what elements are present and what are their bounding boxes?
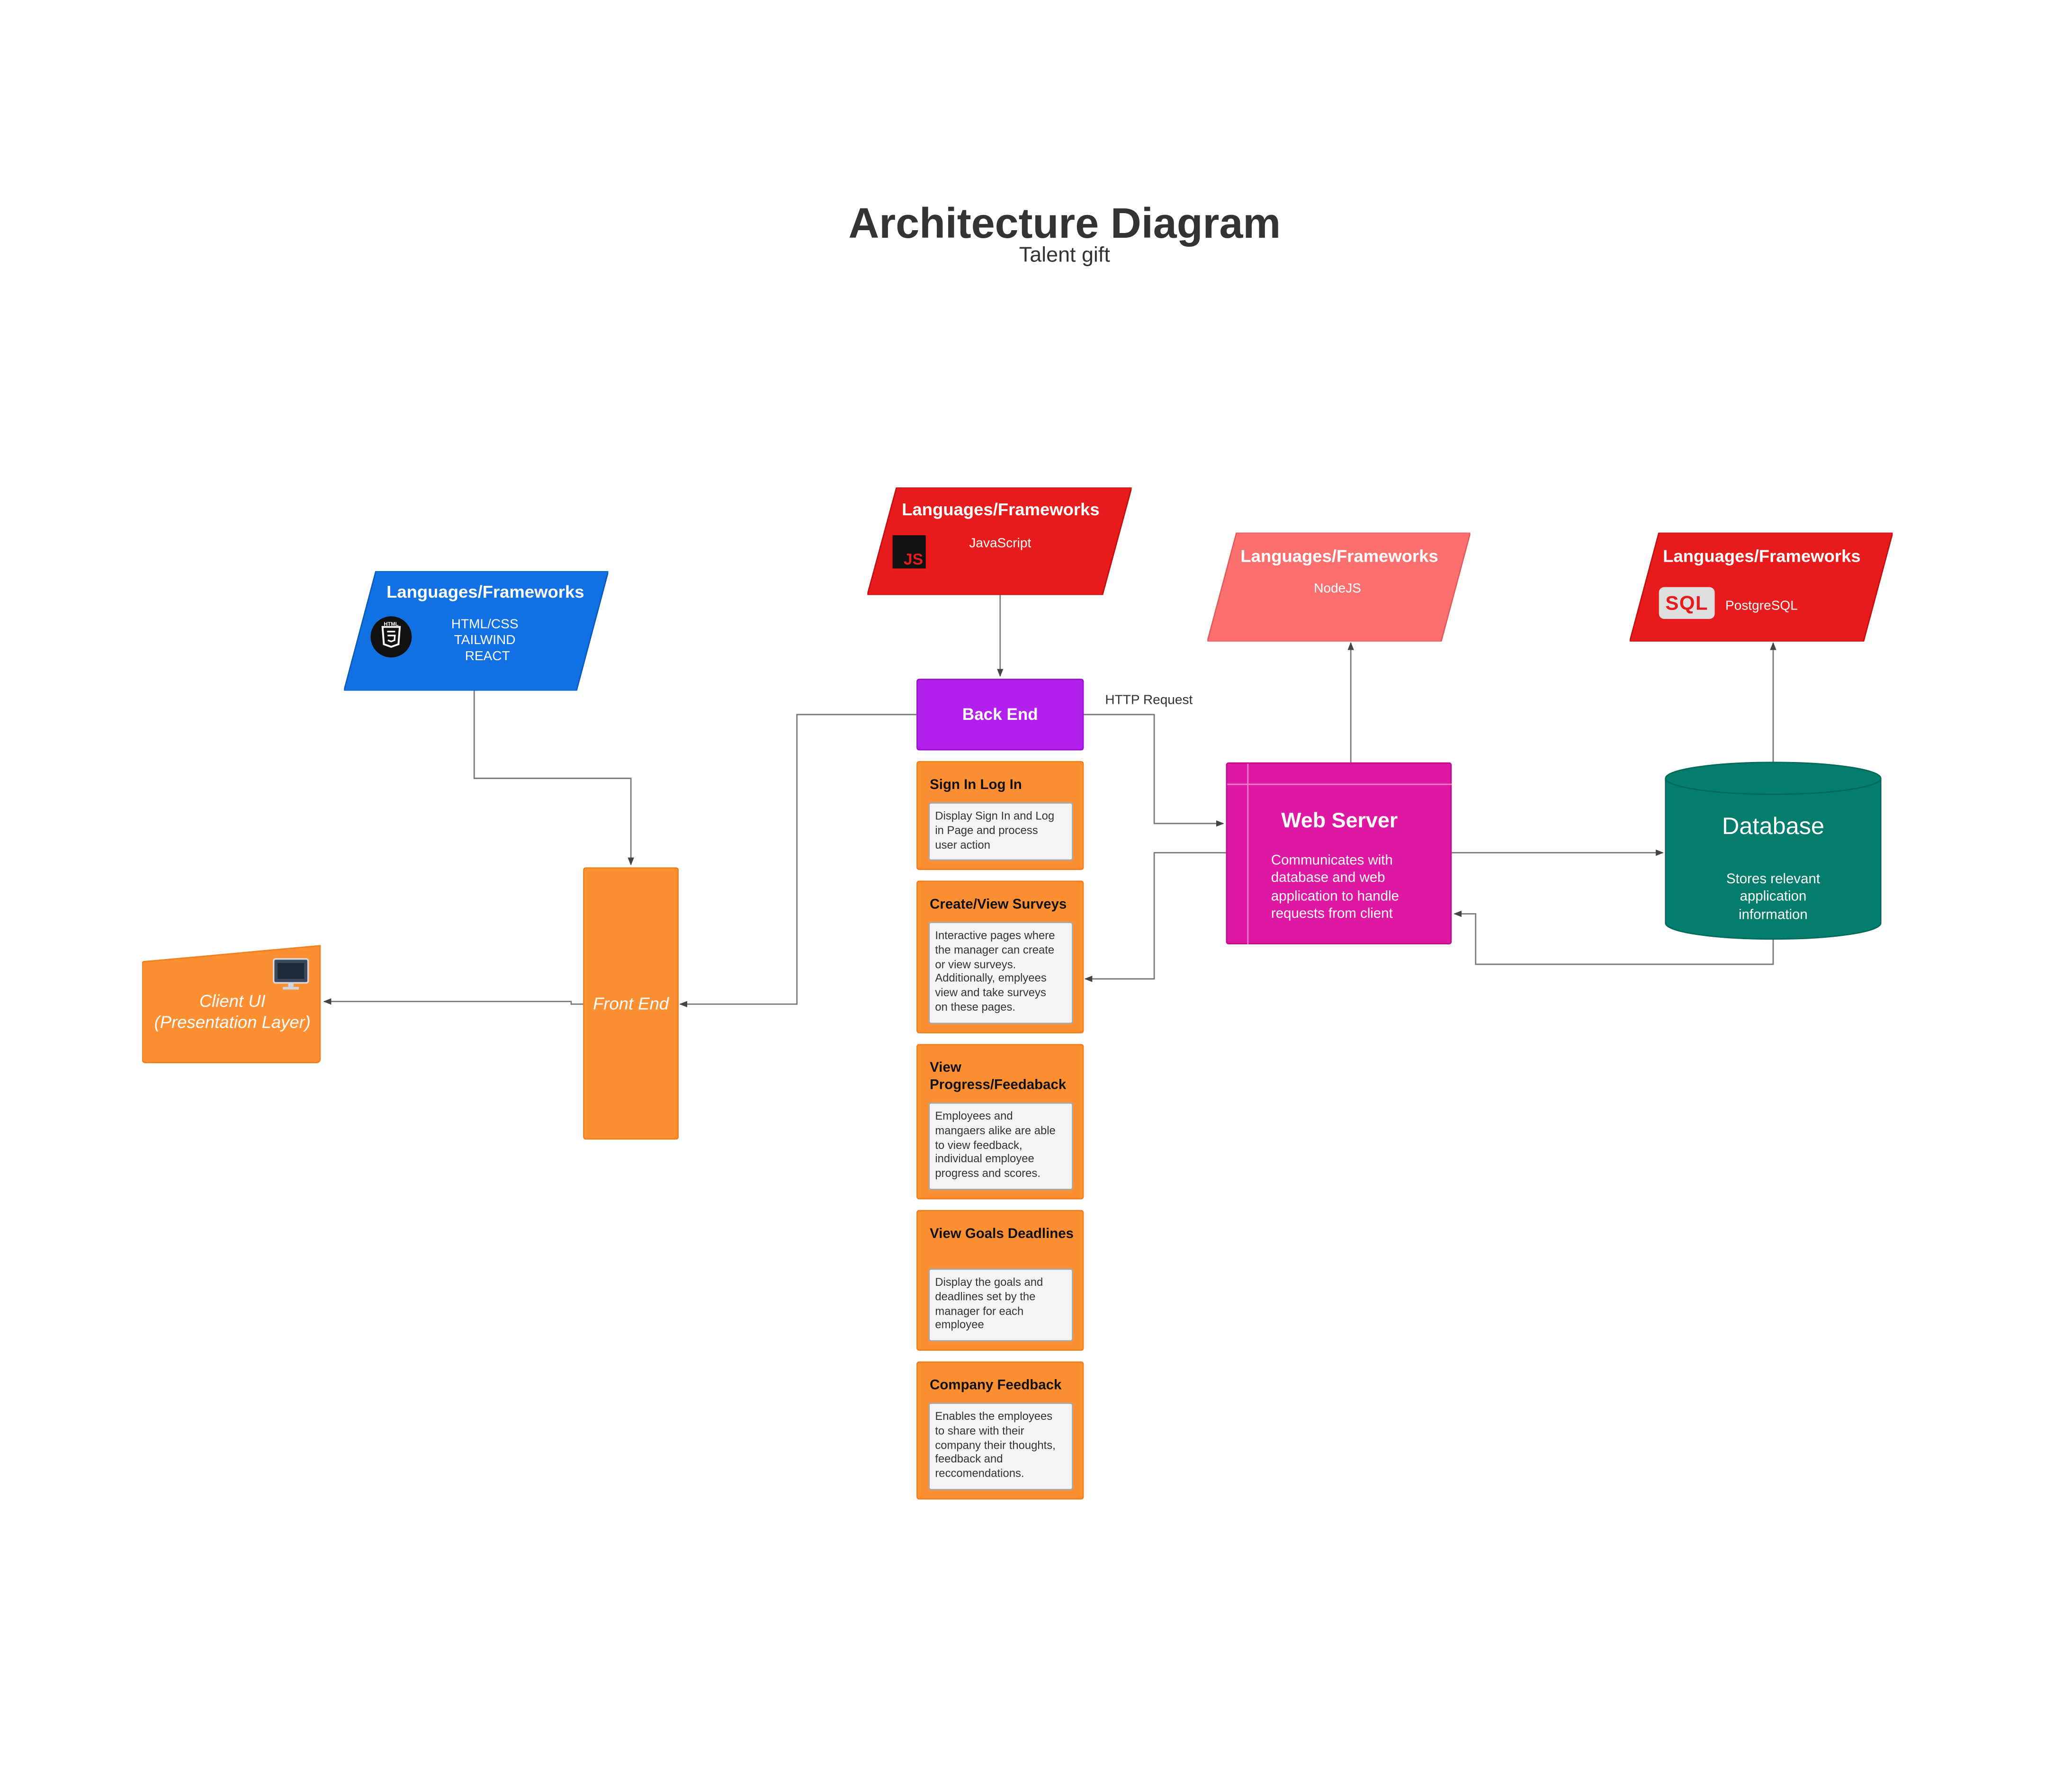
feature-company-feedback: Company Feedback Enables the employees t… xyxy=(916,1361,1084,1500)
page-subtitle: Talent gift xyxy=(1019,244,1110,267)
page-title: Architecture Diagram xyxy=(848,199,1281,247)
edge-web-server-to-features xyxy=(1084,852,1226,982)
frontend-frameworks-card: Languages/Frameworks HTML HTML/CSS TAILW… xyxy=(344,571,609,691)
database-frameworks-title: Languages/Frameworks xyxy=(1663,546,1861,566)
back-end-node: Back End xyxy=(916,679,1084,751)
javascript-icon-text: JS xyxy=(903,550,924,569)
feature-note-line: employee xyxy=(935,1318,984,1332)
edge-front-end-to-client-ui xyxy=(323,998,584,1005)
feature-note-line: user action xyxy=(935,837,991,851)
web-server-line: application to handle xyxy=(1271,888,1399,904)
feature-note-line: Display the goals and xyxy=(935,1275,1043,1289)
backend-frameworks-card: Languages/Frameworks JS JavaScript xyxy=(867,487,1132,595)
feature-sign-in-log-in: Sign In Log In Display Sign In and Log i… xyxy=(916,761,1084,870)
backend-frameworks-title: Languages/Frameworks xyxy=(902,499,1100,520)
feature-note-line: the manager can create xyxy=(935,942,1055,956)
frontend-frameworks-line-3: REACT xyxy=(465,649,510,664)
web-server-description: Communicates with database and web appli… xyxy=(1271,852,1399,923)
edge-back-end-to-front-end xyxy=(679,714,917,1007)
database-frameworks-line-1: PostgreSQL xyxy=(1725,599,1798,614)
backend-frameworks-shape xyxy=(867,487,1132,595)
edge-frontend-fw-to-front-end xyxy=(473,689,634,866)
database-line: Stores relevant xyxy=(1726,871,1821,888)
web-server-line: requests from client xyxy=(1271,906,1393,922)
client-ui-line-1: Client UI xyxy=(199,991,266,1011)
web-server-title: Web Server xyxy=(1281,810,1398,833)
monitor-icon xyxy=(273,958,309,990)
back-end-label: Back End xyxy=(962,705,1038,724)
feature-note-line: Additionally, emplyees xyxy=(935,971,1047,985)
web-server-line: database and web xyxy=(1271,870,1385,887)
feature-title: Create/View Surveys xyxy=(930,897,1067,913)
feature-note-line: or view surveys. xyxy=(935,957,1016,970)
database-frameworks-card: Languages/Frameworks SQL PostgreSQL xyxy=(1630,532,1893,642)
feature-note-line: to share with their xyxy=(935,1423,1024,1437)
front-end-label: Front End xyxy=(593,993,669,1014)
server-frameworks-title: Languages/Frameworks xyxy=(1240,546,1438,566)
client-ui-shape xyxy=(142,945,321,1064)
feature-note-line: individual employee xyxy=(935,1152,1034,1166)
sql-icon-text: SQL xyxy=(1665,592,1709,615)
feature-title: Sign In Log In xyxy=(930,777,1022,793)
feature-title: View Goals Deadlines xyxy=(930,1226,1074,1242)
http-request-label: HTTP Request xyxy=(1105,693,1193,708)
feature-title: Company Feedback xyxy=(930,1377,1062,1393)
feature-view-goals-deadlines: View Goals Deadlines Display the goals a… xyxy=(916,1210,1084,1351)
backend-frameworks-line-1: JavaScript xyxy=(969,537,1032,551)
edge-back-end-to-web-server xyxy=(1082,714,1224,827)
feature-note-line: Enables the employees xyxy=(935,1409,1053,1423)
edge-database-to-web-server xyxy=(1453,910,1774,965)
feature-note-line: manager for each xyxy=(935,1303,1024,1317)
server-frameworks-line-1: NodeJS xyxy=(1314,582,1361,597)
feature-note-line: feedback and xyxy=(935,1452,1003,1466)
database-cylinder-shape xyxy=(1665,762,1882,940)
client-ui-line-2: (Presentation Layer) xyxy=(154,1011,311,1032)
html5-icon-text: HTML xyxy=(384,620,399,627)
server-frameworks-card: Languages/Frameworks NodeJS xyxy=(1207,532,1471,642)
database-line: information xyxy=(1739,906,1808,923)
feature-view-progress-feedback: View Progress/Feedaback Employees and ma… xyxy=(916,1044,1084,1200)
feature-note-line: progress and scores. xyxy=(935,1166,1040,1180)
feature-note-line: view and take surveys xyxy=(935,986,1046,999)
sql-icon: SQL xyxy=(1659,587,1715,619)
server-frameworks-shape xyxy=(1207,532,1471,642)
database-description: Stores relevant application information xyxy=(1664,871,1882,924)
javascript-icon: JS xyxy=(892,535,926,569)
feature-note-line: in Page and process xyxy=(935,823,1038,837)
frontend-frameworks-title: Languages/Frameworks xyxy=(386,582,584,602)
html5-icon: HTML xyxy=(370,616,412,658)
feature-note: Display Sign In and Log in Page and proc… xyxy=(928,802,1074,861)
feature-note: Interactive pages where the manager can … xyxy=(928,922,1074,1024)
feature-note-line: reccomendations. xyxy=(935,1466,1024,1480)
web-server-line: Communicates with xyxy=(1271,852,1393,869)
feature-note-line: on these pages. xyxy=(935,1000,1016,1014)
feature-note-line: Display Sign In and Log xyxy=(935,808,1055,822)
feature-note: Employees and mangaers alike are able to… xyxy=(928,1102,1074,1190)
frontend-frameworks-shape xyxy=(344,571,609,691)
feature-note: Enables the employees to share with thei… xyxy=(928,1402,1074,1490)
front-end-node: Front End xyxy=(583,867,679,1140)
web-server-divider-vertical xyxy=(1247,763,1249,944)
feature-note: Display the goals and deadlines set by t… xyxy=(928,1268,1074,1342)
client-ui-label: Client UI (Presentation Layer) xyxy=(142,991,323,1032)
feature-note-line: deadlines set by the xyxy=(935,1289,1036,1303)
html5-icon-glyph xyxy=(381,626,401,648)
frontend-frameworks-line-1: HTML/CSS xyxy=(451,618,519,632)
feature-note-line: mangaers alike are able xyxy=(935,1123,1056,1137)
feature-title: View Progress/Feedaback xyxy=(930,1059,1067,1094)
database-title: Database xyxy=(1722,813,1825,840)
feature-note-line: to view feedback, xyxy=(935,1138,1023,1151)
web-server-node: Web Server Communicates with database an… xyxy=(1226,762,1452,944)
feature-note-line: Employees and xyxy=(935,1109,1013,1122)
feature-create-view-surveys: Create/View Surveys Interactive pages wh… xyxy=(916,880,1084,1033)
client-ui-node: Client UI (Presentation Layer) xyxy=(142,944,323,1064)
web-server-divider-horizontal xyxy=(1227,783,1452,785)
frontend-frameworks-line-2: TAILWIND xyxy=(454,633,516,648)
feature-note-line: company their thoughts, xyxy=(935,1438,1056,1452)
database-node: Database Stores relevant application inf… xyxy=(1664,761,1882,942)
feature-note-line: Interactive pages where xyxy=(935,928,1055,942)
database-line: application xyxy=(1740,889,1807,905)
